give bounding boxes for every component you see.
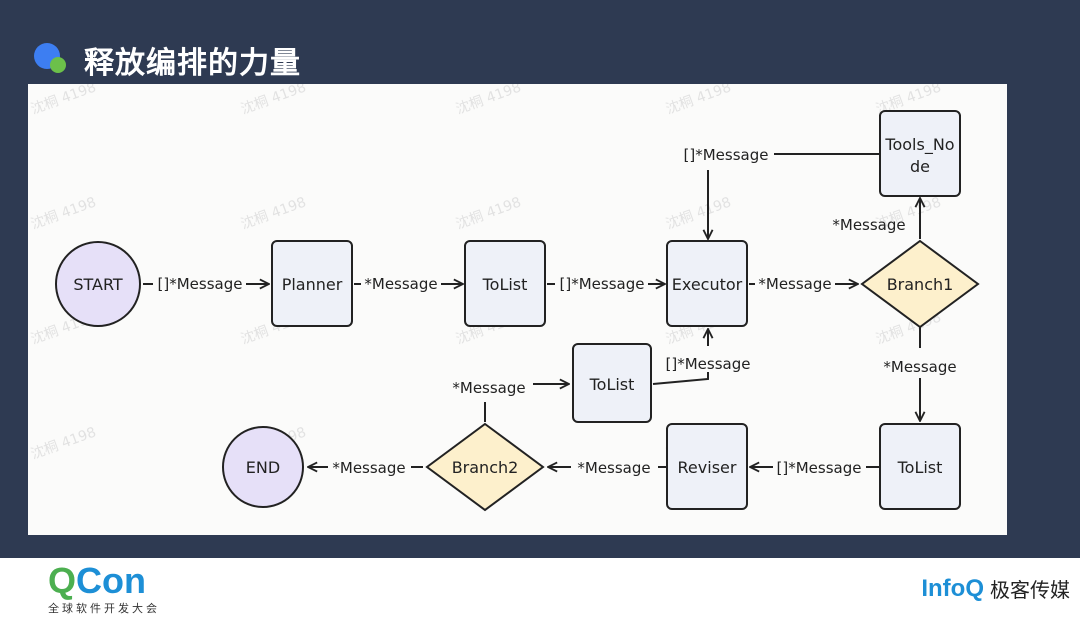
node-labels: START Planner ToList Executor Branch1 To… (73, 135, 954, 477)
dots-logo-icon (34, 41, 72, 79)
edge-label-tolist2-reviser: []*Message (777, 459, 862, 477)
node-branch2-label: Branch2 (452, 458, 519, 477)
edge-label-branch1-tools: *Message (832, 216, 905, 234)
flow-diagram: 沈桐 4198 沈桐 4198 沈桐 4198 沈桐 4198 沈桐 4198 … (29, 79, 980, 512)
node-planner-label: Planner (282, 275, 343, 294)
edge-label-branch2-end: *Message (332, 459, 405, 477)
edge-labels: []*Message *Message []*Message *Message … (158, 146, 957, 477)
watermark: 沈桐 4198 (664, 194, 733, 232)
edge-label-reviser-branch2: *Message (577, 459, 650, 477)
node-tolist-bottom-right-label: ToList (897, 458, 943, 477)
edge-label-tolist-executor: []*Message (560, 275, 645, 293)
qcon-logo-q: Q (48, 560, 77, 601)
edge-label-start-planner: []*Message (158, 275, 243, 293)
infoq-brand: InfoQ 极客传媒 (921, 574, 1070, 603)
footer (0, 558, 1080, 618)
node-executor-label: Executor (672, 275, 743, 294)
qcon-brand: QCon 全球软件开发大会 (48, 563, 160, 616)
node-tolist-middle (572, 343, 652, 423)
node-tools-node (879, 110, 961, 197)
node-start (55, 241, 141, 327)
edge-label-branch2-tolist3: *Message (452, 379, 525, 397)
node-planner (271, 240, 353, 327)
node-branch2 (425, 422, 545, 512)
edge-label-executor-branch1: *Message (758, 275, 831, 293)
node-executor (666, 240, 748, 327)
watermark: 沈桐 4198 (454, 194, 523, 232)
watermark: 沈桐 4198 (29, 194, 98, 232)
node-tolist (464, 240, 546, 327)
node-branch1 (860, 239, 980, 329)
watermark: 沈桐 4198 (239, 84, 308, 118)
qcon-subtitle: 全球软件开发大会 (48, 602, 160, 615)
infoq-logo: InfoQ (921, 574, 984, 602)
edges (143, 153, 920, 467)
nodes (55, 110, 980, 512)
qcon-logo: QCon (48, 563, 160, 599)
edge-label-tools-executor: []*Message (684, 146, 769, 164)
watermark: 沈桐 4198 (664, 84, 733, 118)
node-tolist-middle-label: ToList (589, 375, 635, 394)
node-tools-node-label-line1: Tools_No (884, 135, 954, 155)
node-branch1-label: Branch1 (887, 275, 954, 294)
watermark: 沈桐 4198 (239, 194, 308, 232)
watermark: 沈桐 4198 (29, 424, 98, 462)
node-reviser-label: Reviser (678, 458, 737, 477)
diagram-canvas: 沈桐 4198 沈桐 4198 沈桐 4198 沈桐 4198 沈桐 4198 … (28, 79, 1007, 535)
node-reviser (666, 423, 748, 510)
watermark: 沈桐 4198 (454, 84, 523, 118)
infoq-chinese-name: 极客传媒 (990, 578, 1070, 602)
edge-label-branch1-tolist2: *Message (883, 358, 956, 376)
qcon-logo-rest: Con (76, 560, 146, 601)
node-start-label: START (73, 275, 123, 294)
node-end-label: END (246, 458, 280, 477)
edge-label-planner-tolist: *Message (364, 275, 437, 293)
watermark: 沈桐 4198 (29, 84, 98, 118)
edge-label-tolist3-executor: []*Message (666, 355, 751, 373)
title-bar: 释放编排的力量 (34, 40, 301, 81)
node-tools-node-label-line2: de (910, 157, 930, 176)
page-title: 释放编排的力量 (84, 46, 301, 81)
node-end (222, 426, 304, 508)
edge-tolist3-executor-line-a (652, 372, 709, 385)
node-tolist-bottom-right (879, 423, 961, 510)
node-tolist-label: ToList (482, 275, 528, 294)
